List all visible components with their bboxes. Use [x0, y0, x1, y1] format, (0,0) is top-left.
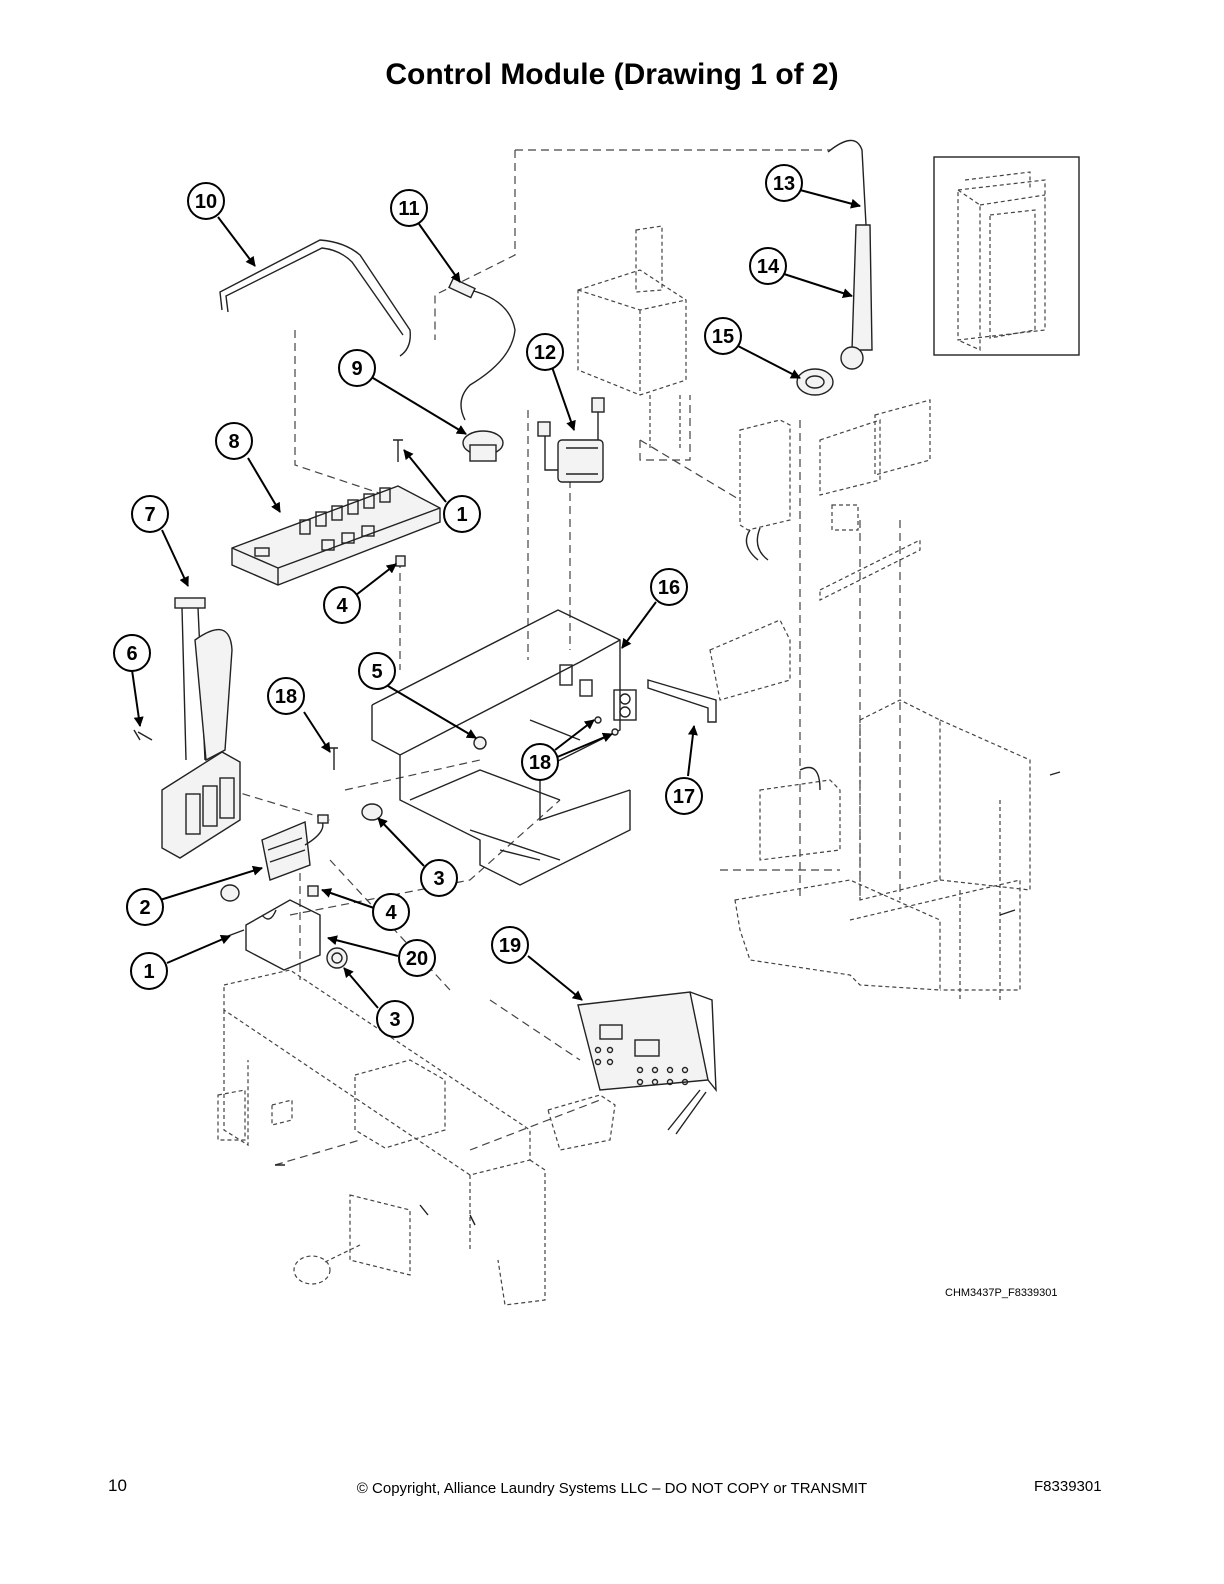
callout-1-top: 1 [443, 495, 481, 533]
callout-14: 14 [749, 247, 787, 285]
part-switch-assembly [261, 814, 329, 881]
svg-text:4: 4 [336, 595, 348, 617]
part-antenna [851, 224, 873, 351]
part-screw-lower [227, 929, 245, 937]
callout-12: 12 [526, 333, 564, 371]
part-chassis-bracket [371, 609, 637, 886]
svg-text:4: 4 [385, 902, 397, 924]
svg-text:7: 7 [144, 504, 155, 526]
callout-13: 13 [765, 164, 803, 202]
part-tube [219, 239, 411, 357]
svg-text:9: 9 [351, 358, 362, 380]
callout-3-lower: 3 [376, 1000, 414, 1038]
part-screw-18a [594, 716, 602, 724]
part-antenna-base [840, 346, 864, 370]
svg-text:15: 15 [712, 326, 734, 348]
part-screw-18b [611, 728, 619, 736]
callout-2: 2 [126, 888, 164, 926]
svg-text:13: 13 [773, 173, 795, 195]
svg-text:20: 20 [406, 948, 428, 970]
assembly-lines [229, 149, 901, 1166]
svg-text:10: 10 [195, 191, 217, 213]
part-pressure-switch [462, 430, 504, 462]
part-grommet [796, 368, 834, 396]
svg-text:18: 18 [275, 686, 297, 708]
inset-frame [933, 156, 1080, 356]
svg-text:1: 1 [456, 504, 467, 526]
part-hose [454, 281, 516, 421]
svg-text:16: 16 [658, 577, 680, 599]
svg-text:14: 14 [757, 256, 780, 278]
callout-15: 15 [704, 317, 742, 355]
callout-18-left: 18 [267, 677, 305, 715]
part-knob [220, 803, 383, 969]
callout-9: 9 [338, 349, 376, 387]
svg-text:17: 17 [673, 786, 695, 808]
svg-text:2: 2 [139, 897, 150, 919]
svg-text:6: 6 [126, 643, 137, 665]
part-relay-housing [577, 225, 687, 450]
callout-16: 16 [650, 568, 688, 606]
part-mount-bracket [647, 679, 717, 723]
copyright-notice: © Copyright, Alliance Laundry Systems LL… [356, 1480, 868, 1497]
callout-7: 7 [131, 495, 169, 533]
part-clip [307, 885, 319, 897]
callout-1-lower: 1 [130, 952, 168, 990]
part-control-console [217, 969, 616, 1306]
callout-6: 6 [113, 634, 151, 672]
inset-module [957, 171, 1046, 351]
svg-text:3: 3 [433, 868, 444, 890]
svg-text:11: 11 [398, 198, 419, 220]
callout-20: 20 [398, 939, 436, 977]
callout-8: 8 [215, 422, 253, 460]
part-standoff [395, 555, 406, 567]
callout-4-lower: 4 [372, 893, 410, 931]
drawing-code: CHM3437P_F8339301 [945, 1287, 1058, 1299]
svg-text:19: 19 [499, 935, 521, 957]
callout-3-mid: 3 [420, 859, 458, 897]
part-screw-18 [330, 747, 338, 770]
svg-text:18: 18 [529, 752, 551, 774]
part-transformer [537, 397, 605, 483]
callout-19: 19 [491, 926, 529, 964]
svg-text:12: 12 [534, 342, 556, 364]
callout-11: 11 [390, 189, 428, 227]
callout-18-right: 18 [521, 743, 559, 781]
leader-lines [131, 189, 861, 1009]
part-antenna-lead [827, 139, 867, 226]
part-relay-board [161, 751, 241, 859]
callout-10: 10 [187, 182, 225, 220]
right-dashed-assembly [709, 399, 1061, 1000]
svg-text:1: 1 [143, 961, 154, 983]
part-ribbon-cable [174, 597, 233, 762]
document-number: F8339301 [1034, 1478, 1102, 1495]
svg-text:8: 8 [228, 431, 239, 453]
callout-17: 17 [665, 777, 703, 815]
page-title: Control Module (Drawing 1 of 2) [385, 58, 839, 91]
page-number: 10 [108, 1476, 127, 1495]
svg-text:3: 3 [389, 1009, 400, 1031]
part-knob-bracket [245, 899, 321, 971]
callout-4-top: 4 [323, 586, 361, 624]
svg-text:5: 5 [371, 661, 382, 683]
part-hose-connector [448, 277, 476, 299]
callout-5: 5 [358, 652, 396, 690]
part-grommet-5 [473, 736, 487, 750]
part-screw-6 [133, 729, 153, 741]
part-control-board [231, 485, 441, 586]
part-screw [393, 439, 403, 462]
part-display-board [577, 991, 717, 1135]
